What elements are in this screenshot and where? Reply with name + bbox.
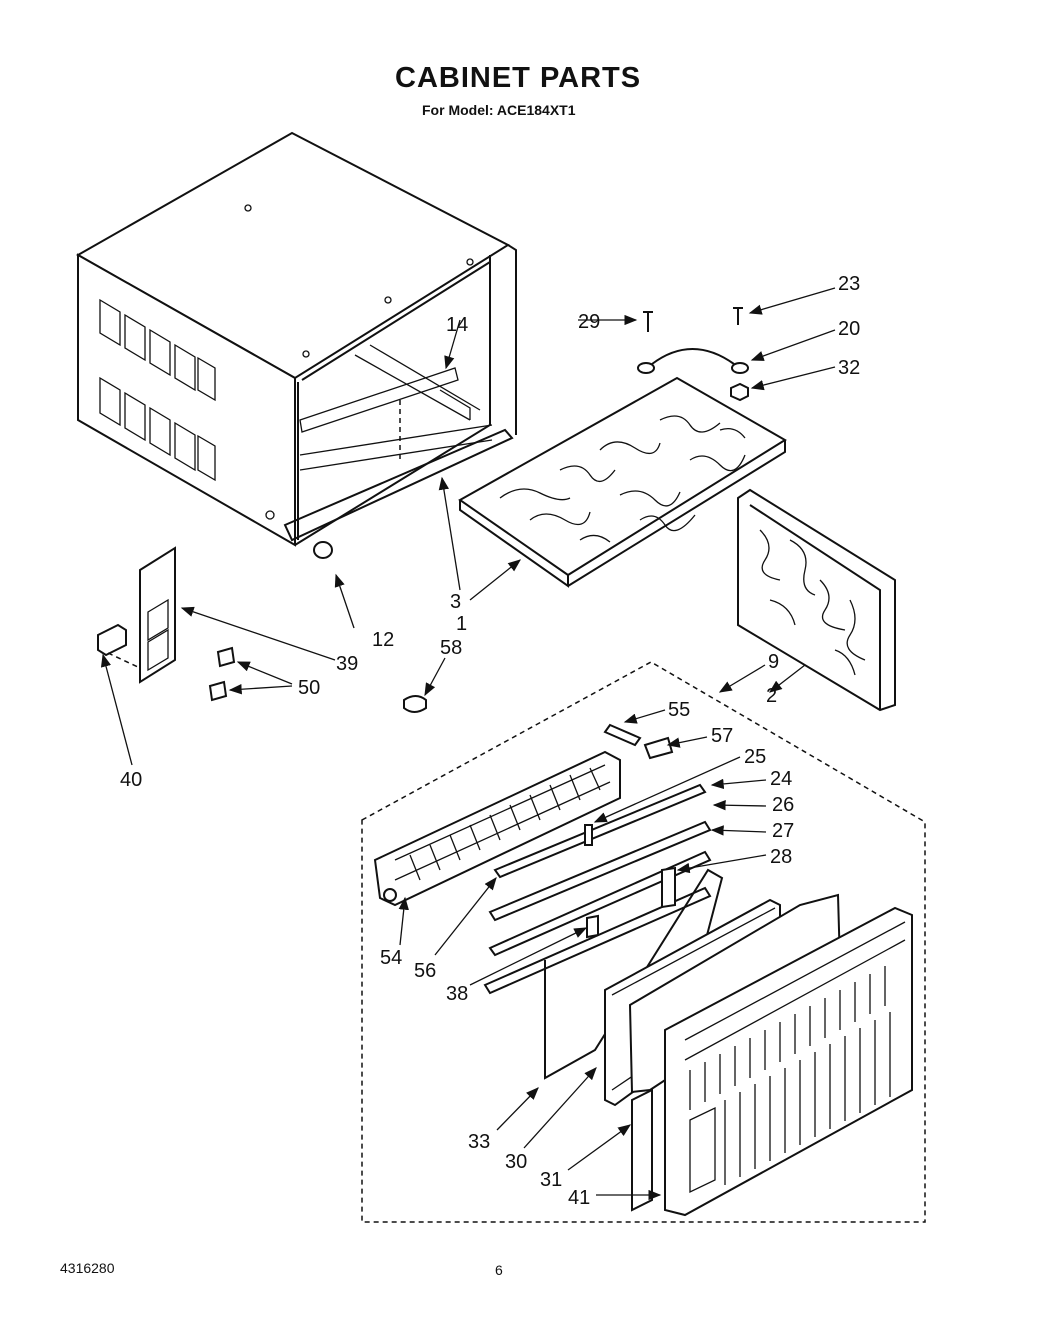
callout-38: 38	[446, 983, 468, 1005]
front-assembly-boundary	[361, 661, 926, 1223]
front-grille	[664, 906, 913, 1217]
callout-26: 26	[772, 794, 794, 816]
top-insulation-panel	[458, 376, 787, 588]
callout-23: 23	[838, 273, 860, 295]
callout-3: 3	[450, 591, 461, 613]
callout-32: 32	[838, 357, 860, 379]
callout-31: 31	[540, 1169, 562, 1191]
callout-56: 56	[414, 960, 436, 982]
mounting-bracket	[97, 546, 427, 713]
callout-25: 25	[744, 746, 766, 768]
callout-12: 12	[372, 629, 394, 651]
document-number: 4316280	[60, 1260, 115, 1276]
callout-27: 27	[772, 820, 794, 842]
model-subtitle: For Model: ACE184XT1	[422, 102, 576, 118]
callout-9: 9	[768, 651, 779, 673]
louver-housing	[373, 750, 621, 907]
callout-54: 54	[380, 947, 402, 969]
callout-1: 1	[456, 613, 467, 635]
callout-55: 55	[668, 699, 690, 721]
callout-58: 58	[440, 637, 462, 659]
callout-57: 57	[711, 725, 733, 747]
cabinet-shell	[75, 131, 517, 559]
callout-2: 2	[766, 685, 777, 707]
hardware-set	[637, 307, 749, 402]
callout-40: 40	[120, 769, 142, 791]
page-number: 6	[495, 1262, 503, 1278]
callout-39: 39	[336, 653, 358, 675]
callout-41: 41	[568, 1187, 590, 1209]
callout-29: 29	[578, 311, 600, 333]
leader-lines	[100, 287, 836, 1201]
callout-50: 50	[298, 677, 320, 699]
callout-30: 30	[505, 1151, 527, 1173]
callout-33: 33	[468, 1131, 490, 1153]
callout-14: 14	[446, 314, 468, 336]
callout-24: 24	[770, 768, 792, 790]
side-insulation-panel	[737, 488, 896, 712]
callout-20: 20	[838, 318, 860, 340]
louver-blades	[483, 723, 712, 995]
callout-28: 28	[770, 846, 792, 868]
page-title: CABINET PARTS	[395, 62, 642, 94]
